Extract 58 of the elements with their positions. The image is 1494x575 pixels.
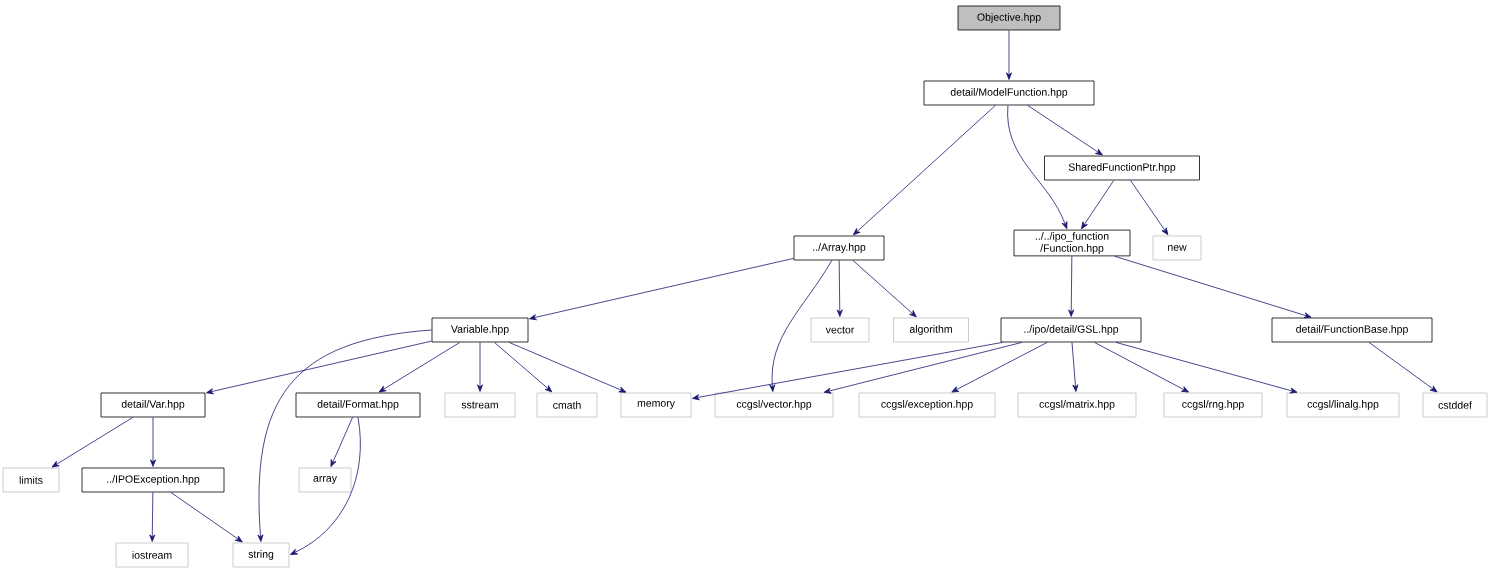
arrow xyxy=(51,417,134,468)
header-file-box: ../Array.hpp xyxy=(793,235,885,261)
arrow xyxy=(477,342,483,392)
header-file-box: ../../ipo_function /Function.hpp xyxy=(1013,229,1131,257)
arrow xyxy=(823,342,1023,394)
arrow xyxy=(1081,180,1115,230)
arrow xyxy=(769,260,833,392)
arrow xyxy=(1114,255,1312,319)
arrow xyxy=(1027,105,1103,156)
external-header-box: vector xyxy=(810,317,870,343)
arrow xyxy=(951,342,1048,393)
arrow xyxy=(1068,255,1075,317)
external-header-box: ccgsl/rng.hpp xyxy=(1163,392,1263,418)
header-file-box: detail/Var.hpp xyxy=(100,392,206,418)
arrow xyxy=(378,342,461,393)
header-file-box: SharedFunctionPtr.hpp xyxy=(1044,155,1200,181)
arrow xyxy=(1130,180,1169,236)
header-file-box: detail/FunctionBase.hpp xyxy=(1271,317,1433,343)
external-header-box: memory xyxy=(620,392,692,418)
arrow xyxy=(150,417,156,467)
arrow xyxy=(494,342,553,393)
external-header-box: new xyxy=(1152,235,1202,261)
arrow xyxy=(1071,342,1079,392)
external-header-box: ccgsl/exception.hpp xyxy=(858,392,996,418)
header-file-box: detail/ModelFunction.hpp xyxy=(923,80,1095,106)
arrow xyxy=(836,260,843,317)
external-header-box: iostream xyxy=(115,542,189,568)
arrow xyxy=(1007,105,1068,230)
arrow xyxy=(1368,342,1438,393)
arrow xyxy=(1094,342,1189,393)
arrow xyxy=(257,329,432,542)
header-file-box: detail/Format.hpp xyxy=(295,392,421,418)
external-header-box: array xyxy=(298,467,352,493)
arrow xyxy=(1006,30,1012,80)
external-header-box: ccgsl/vector.hpp xyxy=(714,392,834,418)
external-header-box: cstddef xyxy=(1422,392,1488,418)
external-header-box: ccgsl/matrix.hpp xyxy=(1017,392,1137,418)
external-header-box: ccgsl/linalg.hpp xyxy=(1286,392,1400,418)
arrow xyxy=(1115,342,1298,394)
arrow xyxy=(529,257,794,321)
arrow xyxy=(290,417,361,555)
arrow xyxy=(170,492,243,543)
header-file-box: Variable.hpp xyxy=(431,317,529,343)
external-header-box: algorithm xyxy=(893,317,969,343)
arrow xyxy=(692,342,1003,401)
header-file-box: ../ipo/detail/GSL.hpp xyxy=(1000,317,1142,343)
external-header-box: limits xyxy=(2,467,60,493)
arrow xyxy=(853,105,996,236)
header-file-box: ../IPOException.hpp xyxy=(81,467,225,493)
main-file-box: Objective.hpp xyxy=(957,5,1061,31)
arrow xyxy=(508,342,627,393)
external-header-box: sstream xyxy=(444,392,516,418)
external-header-box: cmath xyxy=(536,392,598,418)
external-header-box: string xyxy=(232,542,290,568)
arrow xyxy=(852,260,917,318)
arrow xyxy=(330,417,353,467)
arrow xyxy=(206,340,432,395)
arrow xyxy=(149,492,156,542)
